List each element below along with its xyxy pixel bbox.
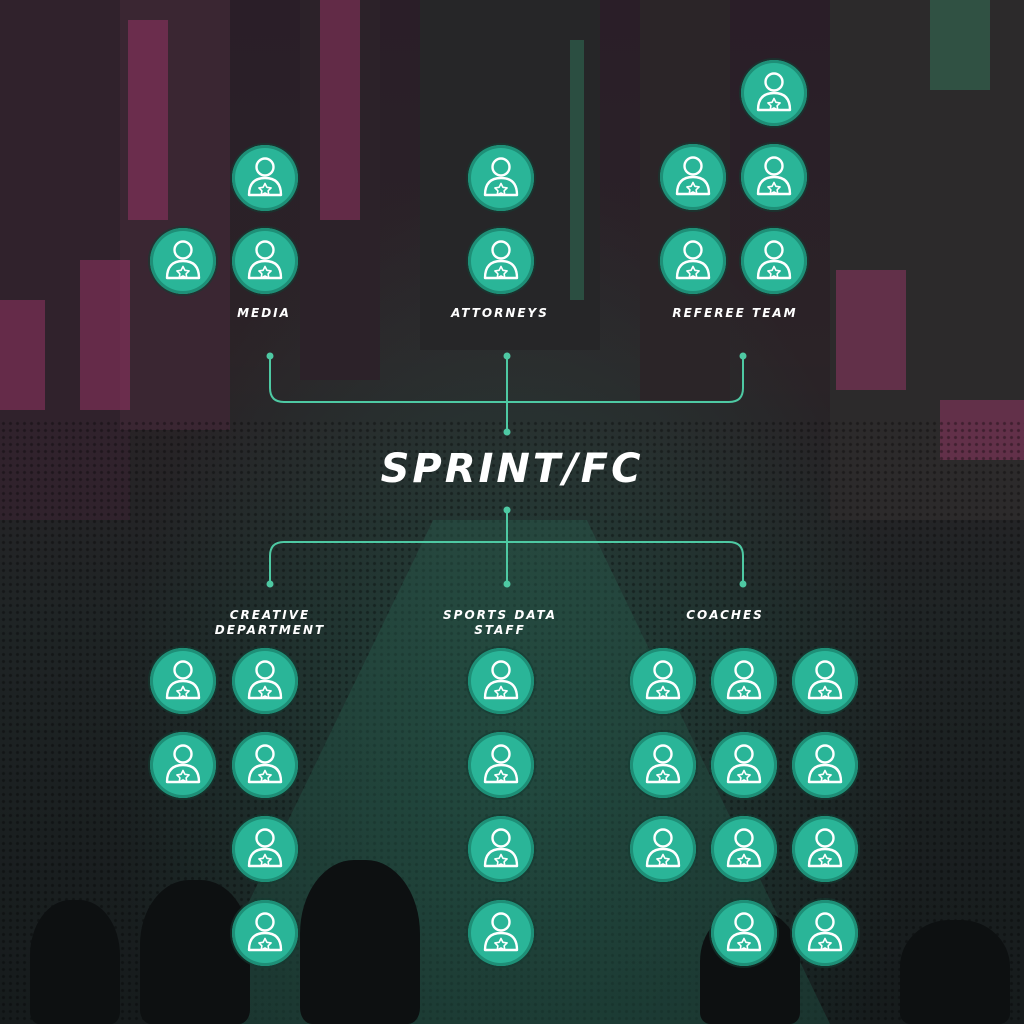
member-node-media xyxy=(232,145,298,211)
member-node-media xyxy=(232,228,298,294)
member-node-referee-team xyxy=(741,60,807,126)
member-node-coaches xyxy=(792,900,858,966)
member-node-creative-department xyxy=(232,900,298,966)
connector-dot xyxy=(266,580,274,588)
connector-dot xyxy=(739,352,747,360)
member-node-creative-department xyxy=(232,816,298,882)
member-node-coaches xyxy=(792,816,858,882)
group-label-coaches: COACHES xyxy=(686,608,764,622)
connector-dot xyxy=(503,352,511,360)
member-node-coaches xyxy=(792,732,858,798)
member-node-attorneys xyxy=(468,228,534,294)
connector-bottom xyxy=(269,541,744,584)
member-node-referee-team xyxy=(741,228,807,294)
connector-dot xyxy=(503,580,511,588)
group-label-attorneys: ATTORNEYS xyxy=(451,306,549,320)
member-node-creative-department xyxy=(150,648,216,714)
member-node-referee-team xyxy=(660,228,726,294)
member-node-creative-department xyxy=(150,732,216,798)
member-node-creative-department xyxy=(232,732,298,798)
connector-dot xyxy=(503,506,511,514)
member-node-coaches xyxy=(630,648,696,714)
member-node-sports-data-staff xyxy=(468,648,534,714)
connector-dot xyxy=(739,580,747,588)
member-node-coaches xyxy=(630,732,696,798)
member-node-coaches xyxy=(711,900,777,966)
member-node-sports-data-staff xyxy=(468,732,534,798)
member-node-attorneys xyxy=(468,145,534,211)
group-label-creative-department: CREATIVE DEPARTMENT xyxy=(214,608,326,637)
member-node-coaches xyxy=(630,816,696,882)
member-node-coaches xyxy=(792,648,858,714)
member-node-coaches xyxy=(711,816,777,882)
group-label-sports-data-staff: SPORTS DATA STAFF xyxy=(443,608,557,637)
member-node-referee-team xyxy=(741,144,807,210)
member-node-creative-department xyxy=(232,648,298,714)
group-label-referee-team: REFEREE TEAM xyxy=(672,306,798,320)
member-node-coaches xyxy=(711,648,777,714)
member-node-media xyxy=(150,228,216,294)
connector-dot xyxy=(503,428,511,436)
member-node-coaches xyxy=(711,732,777,798)
org-title: SPRINT/FC xyxy=(380,446,644,492)
group-label-media: MEDIA xyxy=(237,306,291,320)
member-node-sports-data-staff xyxy=(468,900,534,966)
connector-dot xyxy=(266,352,274,360)
member-node-referee-team xyxy=(660,144,726,210)
member-node-sports-data-staff xyxy=(468,816,534,882)
